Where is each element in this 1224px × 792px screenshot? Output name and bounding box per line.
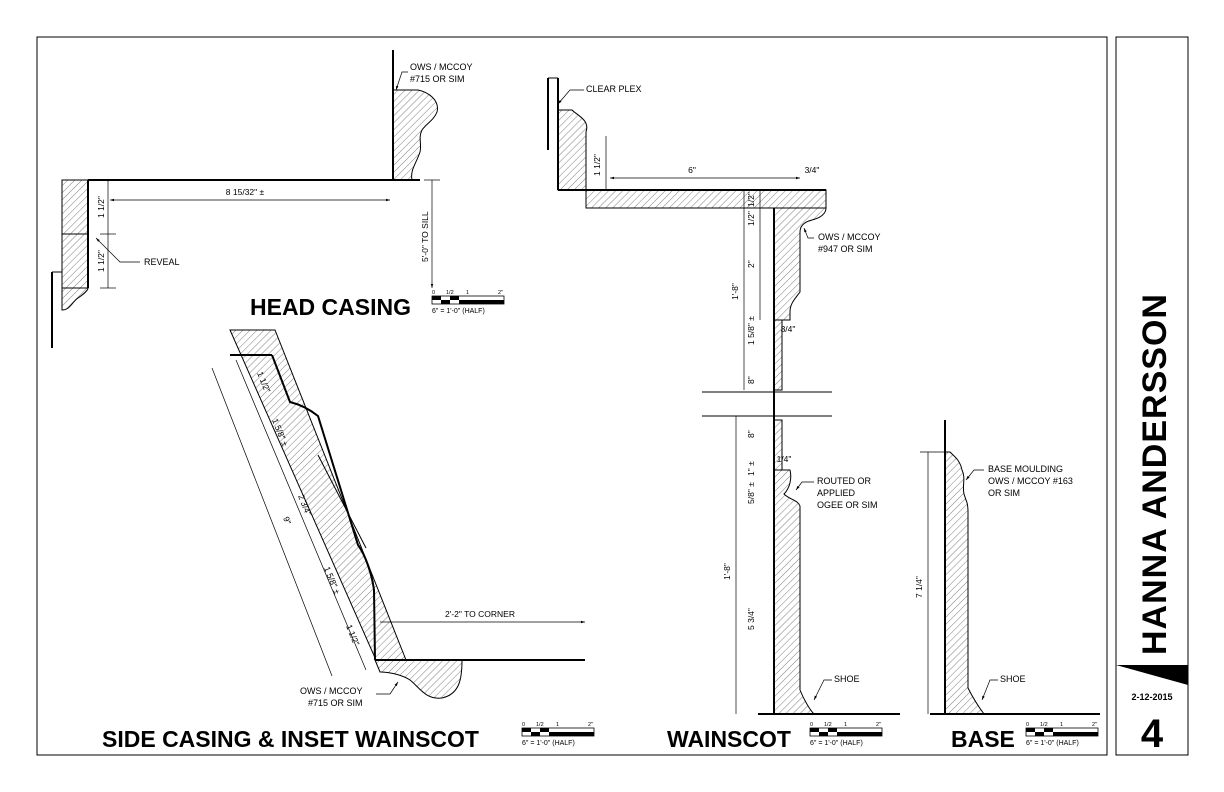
title-block-border: [1115, 36, 1189, 756]
scale-tick-half: 1/2: [824, 722, 832, 728]
head-dim-b: 1 1/2": [96, 250, 106, 272]
drawing-border: [36, 36, 1108, 756]
wainscot-detail: 6" 3/4" 1 1/2" 1/2" 1/2" 2" 1 5/8" ± 1'-…: [547, 77, 900, 752]
wainscot-dim-58: 5/8" ±: [746, 482, 756, 504]
head-dim-sill: 5'-0" TO SILL: [420, 211, 430, 262]
wainscot-dim-34-mid: 3/4": [781, 324, 796, 334]
base-detail: 7 1/4" BASE MOULDING OWS / MCCOY #163 OR…: [914, 420, 1100, 752]
base-note-shoe: SHOE: [1000, 674, 1026, 684]
base-moulding: [944, 451, 985, 715]
scale-label-wainscot: 6" = 1'-0" (HALF): [810, 740, 863, 747]
scale-tick-2: 2": [1092, 722, 1097, 728]
wainscot-note-ogee-2: APPLIED: [817, 488, 856, 498]
head-dim-a: 1 1/2": [96, 196, 106, 218]
side-casing-title: SIDE CASING & INSET WAINSCOT: [102, 726, 479, 752]
side-bottom-moulding: [374, 659, 463, 699]
side-note-2: #715 OR SIM: [308, 698, 363, 708]
side-dim-corner: 2'-2" TO CORNER: [445, 609, 515, 619]
side-dim-total: 9": [281, 515, 293, 526]
scale-tick-1: 1: [1060, 722, 1063, 728]
title-block-wedge: [1116, 665, 1188, 685]
page-number: 4: [1141, 712, 1164, 756]
scale-tick-1: 1: [844, 722, 847, 728]
wainscot-dim-18-bot: 1'-8": [722, 563, 732, 580]
scale-tick-1: 1: [556, 722, 559, 728]
side-casing-board: [229, 329, 407, 661]
wainscot-dim-112: 1 1/2": [592, 154, 602, 176]
scale-label-head: 6" = 1'-0" (HALF): [432, 308, 485, 315]
head-dim-width: 8 15/32" ±: [226, 187, 265, 197]
wainscot-dim-34-top: 3/4": [805, 165, 820, 175]
scale-label-base: 6" = 1'-0" (HALF): [1026, 740, 1079, 747]
wainscot-dim-12b: 1/2": [746, 211, 756, 226]
base-title: BASE: [951, 726, 1015, 752]
wainscot-dim-14: 1/4": [777, 454, 792, 464]
wainscot-plex-moulding: [557, 109, 588, 191]
scale-tick-half: 1/2: [1040, 722, 1048, 728]
scale-tick-2: 2": [876, 722, 881, 728]
base-note-3: OR SIM: [988, 488, 1020, 498]
head-note-top-1: OWS / MCCOY: [410, 62, 473, 72]
scale-tick-2: 2": [588, 722, 593, 728]
base-note-1: BASE MOULDING: [988, 464, 1063, 474]
head-note-reveal: REVEAL: [144, 257, 180, 267]
head-top-moulding: [392, 89, 438, 181]
wainscot-cap-moulding: [773, 207, 827, 321]
scale-tick-2: 2": [498, 290, 503, 296]
scale-bar-base: 0 1/2 1 2" 6" = 1'-0" (HALF): [1025, 722, 1099, 747]
wainscot-dim-18-top: 1'-8": [730, 283, 740, 300]
wainscot-cap: [585, 189, 827, 209]
wainscot-note-cap-2: #947 OR SIM: [818, 244, 873, 254]
scale-tick-0: 0: [432, 290, 435, 296]
wainscot-dim-12a: 1/2": [746, 192, 756, 207]
head-lower-moulding: [61, 287, 89, 311]
scale-tick-half: 1/2: [446, 290, 454, 296]
scale-tick-1: 1: [466, 290, 469, 296]
wainscot-dim-534: 5 3/4": [746, 608, 756, 630]
wainscot-dim-6: 6": [688, 165, 696, 175]
scale-bar-side: 0 1/2 1 2" 6" = 1'-0" (HALF): [521, 722, 595, 747]
scale-bar-wainscot: 0 1/2 1 2" 6" = 1'-0" (HALF): [809, 722, 883, 747]
wainscot-title: WAINSCOT: [667, 726, 791, 752]
project-name: HANNA ANDERSSON: [1136, 293, 1174, 655]
wainscot-dim-2: 2": [746, 260, 756, 268]
wainscot-dim-8a: 8": [746, 376, 756, 384]
side-casing-detail: 2'-2" TO CORNER 9" 1 1/2" 1 5/8" ± 2 3/4…: [102, 329, 585, 752]
wainscot-note-ogee-3: OGEE OR SIM: [817, 500, 878, 510]
base-dim-height: 7 1/4": [914, 576, 924, 598]
wainscot-dim-8b: 8": [746, 430, 756, 438]
head-casing-title: HEAD CASING: [250, 294, 411, 320]
scale-tick-half: 1/2: [536, 722, 544, 728]
wainscot-note-cap-1: OWS / MCCOY: [818, 232, 881, 242]
wainscot-dim-158-top: 1 5/8" ±: [746, 316, 756, 345]
head-casing-detail: 8 15/32" ± 1 1/2" 1 1/2" 5'-0" TO SILL R…: [51, 50, 473, 348]
scale-label-side: 6" = 1'-0" (HALF): [522, 740, 575, 747]
wainscot-note-shoe: SHOE: [834, 674, 860, 684]
scale-tick-0: 0: [522, 722, 525, 728]
scale-tick-0: 0: [810, 722, 813, 728]
side-note-1: OWS / MCCOY: [300, 686, 363, 696]
wainscot-note-ogee-1: ROUTED OR: [817, 476, 872, 486]
scale-bar-head: 0 1/2 1 2" 6" = 1'-0" (HALF): [431, 290, 505, 315]
side-dim-5: 1 1/2": [344, 623, 361, 647]
sheet-date: 2-12-2015: [1131, 692, 1172, 702]
wainscot-base-board: [773, 469, 816, 715]
head-note-top-2: #715 OR SIM: [410, 74, 465, 84]
wainscot-dim-1: 1" ±: [746, 461, 756, 476]
base-note-2: OWS / MCCOY #163: [988, 476, 1073, 486]
scale-tick-0: 0: [1026, 722, 1029, 728]
wainscot-note-plex: CLEAR PLEX: [586, 84, 642, 94]
